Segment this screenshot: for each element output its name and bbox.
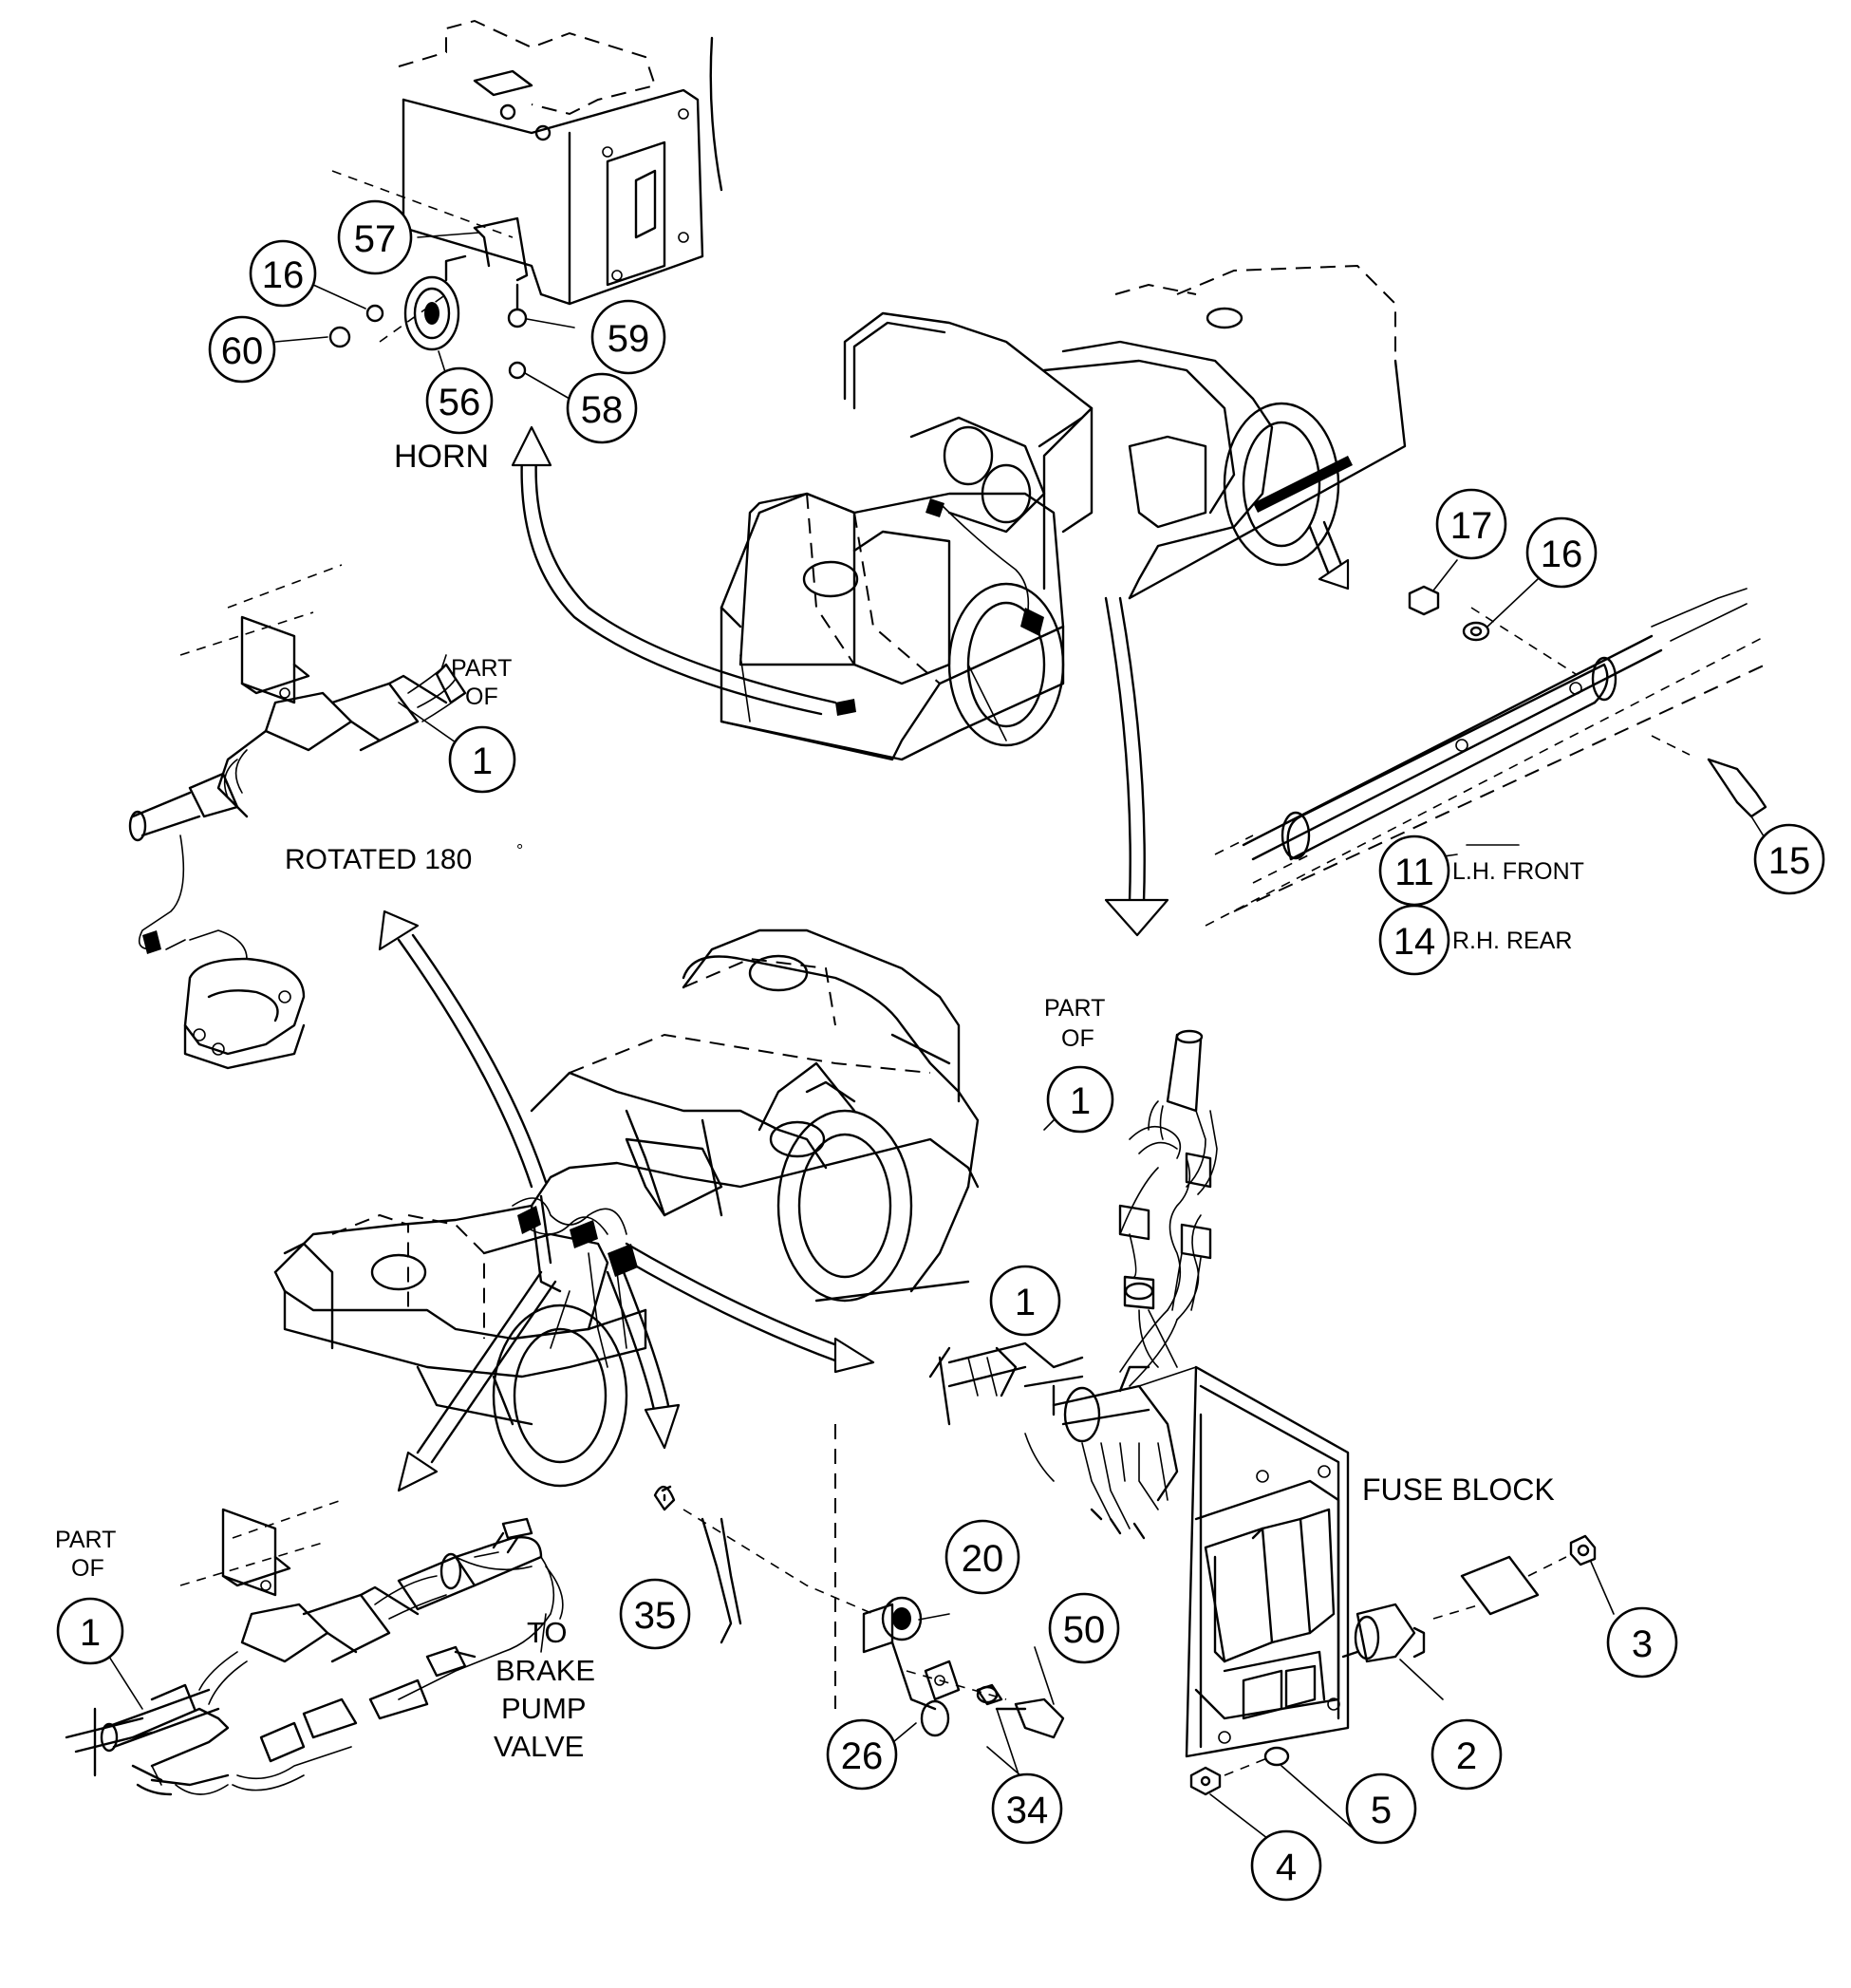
callout-5-text: 5 (1371, 1790, 1392, 1831)
callout-1-upper-text: 1 (472, 741, 493, 782)
callout-3-text: 3 (1632, 1623, 1653, 1665)
callout-35: 35 (619, 1578, 691, 1650)
callout-17-text: 17 (1450, 505, 1493, 547)
to-brake-line3: PUMP (501, 1692, 587, 1725)
part-of-mid-line2: OF (1061, 1025, 1094, 1052)
callout-16-right: 16 (1525, 516, 1598, 589)
lh-front-label: L.H. FRONT (1452, 858, 1584, 885)
callout-20: 20 (944, 1519, 1020, 1595)
machine-view-top (720, 264, 1407, 761)
callout-59-text: 59 (608, 318, 650, 360)
callout-1-mid: 1 (1046, 1065, 1114, 1134)
callout-1-cable-text: 1 (1015, 1282, 1036, 1323)
callout-14-text: 14 (1393, 921, 1436, 963)
callout-1-mid-text: 1 (1070, 1080, 1091, 1122)
callout-16-right-text: 16 (1541, 534, 1583, 575)
callout-17: 17 (1435, 488, 1507, 560)
callout-14: 14 (1378, 904, 1450, 976)
rail-assembly (1205, 559, 1776, 927)
callout-5: 5 (1345, 1772, 1417, 1845)
callout-16-top: 16 (249, 239, 317, 308)
horn (403, 254, 467, 351)
callout-34-text: 34 (1006, 1790, 1049, 1831)
clamp-hardware (653, 1424, 1065, 1795)
callout-56: 56 (425, 366, 494, 435)
callout-1-cable: 1 (989, 1265, 1061, 1337)
view-arrows (378, 425, 1350, 1492)
part-of-mid-line1: PART (1044, 995, 1105, 1022)
machine-view-lower (273, 928, 980, 1488)
callout-11: 11 (1378, 835, 1450, 907)
to-brake-line2: BRAKE (495, 1654, 595, 1687)
callout-56-text: 56 (439, 382, 481, 423)
fuse-block-label: FUSE BLOCK (1362, 1472, 1555, 1507)
part-of-upper-line1: PART (451, 655, 512, 682)
callout-50-text: 50 (1063, 1609, 1106, 1651)
part-of-lower-line1: PART (55, 1527, 116, 1553)
rotated-label: ROTATED 180 (285, 844, 472, 875)
to-brake-line1: TO (527, 1616, 568, 1649)
callout-4-text: 4 (1276, 1847, 1297, 1888)
callout-1-lower-text: 1 (80, 1612, 101, 1654)
horn-bracket-assembly (274, 19, 723, 400)
callout-1-upper: 1 (448, 725, 516, 794)
callout-15: 15 (1753, 823, 1825, 895)
callout-26: 26 (826, 1718, 898, 1791)
callout-3: 3 (1606, 1606, 1678, 1679)
rotated-connector-view (128, 564, 467, 1070)
to-brake-line4: VALVE (494, 1730, 584, 1763)
part-of-upper-line2: OF (465, 684, 498, 710)
callout-50: 50 (1048, 1592, 1120, 1664)
callout-26-text: 26 (841, 1735, 884, 1777)
callout-57-text: 57 (354, 218, 397, 260)
part-of-lower-line2: OF (71, 1555, 104, 1582)
callout-2: 2 (1430, 1718, 1503, 1791)
fuse-block-assembly (928, 1029, 1615, 1843)
callout-2-text: 2 (1456, 1735, 1477, 1777)
callout-59: 59 (590, 299, 666, 375)
callout-11-text: 11 (1394, 852, 1434, 893)
callout-60: 60 (208, 315, 276, 384)
callout-57: 57 (337, 199, 413, 275)
rotated-degree: ° (516, 841, 523, 860)
callout-35-text: 35 (634, 1595, 677, 1637)
rh-rear-label: R.H. REAR (1452, 928, 1572, 954)
callout-58-text: 58 (581, 389, 624, 431)
callout-16-top-text: 16 (262, 254, 305, 296)
callout-34: 34 (991, 1772, 1063, 1845)
brake-connector-view (65, 1499, 564, 1796)
horn-label: HORN (394, 439, 489, 475)
callout-15-text: 15 (1768, 840, 1811, 882)
callout-58: 58 (566, 372, 638, 444)
callout-20-text: 20 (962, 1538, 1004, 1580)
callout-60-text: 60 (221, 330, 264, 372)
callout-4: 4 (1250, 1829, 1322, 1902)
callout-1-lower: 1 (56, 1597, 124, 1665)
